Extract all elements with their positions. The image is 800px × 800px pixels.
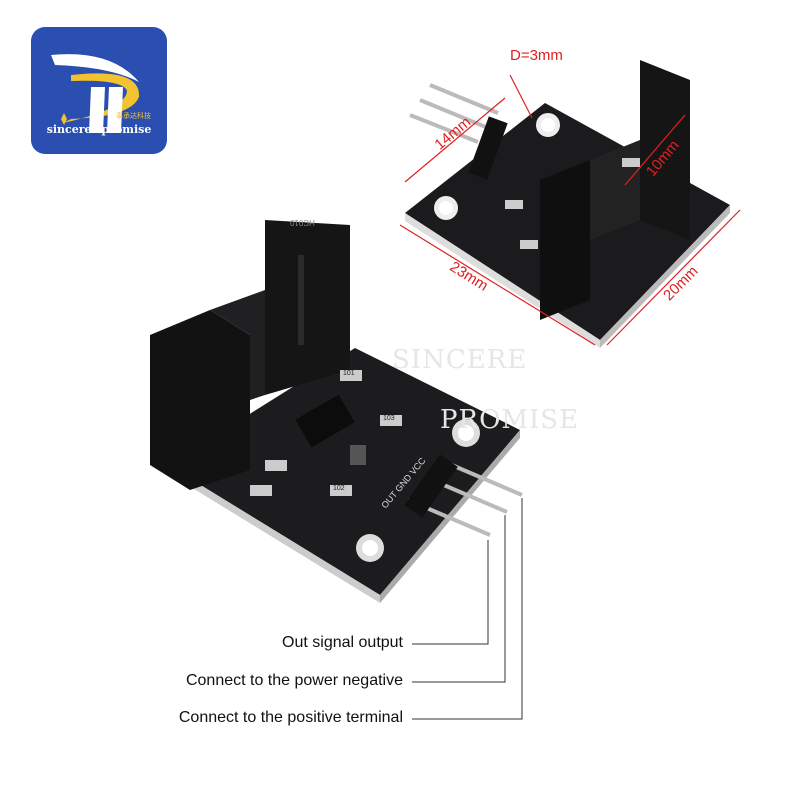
logo-chinese-text: 辜承达科技 bbox=[116, 113, 151, 120]
logo-swoosh-icon bbox=[51, 54, 140, 133]
watermark-line2: PROMISE bbox=[440, 405, 580, 435]
silkscreen-resistor3: 103 bbox=[383, 415, 395, 422]
top-sensor-module bbox=[405, 60, 730, 348]
pin-label-vcc: Connect to the positive terminal bbox=[178, 709, 403, 726]
silkscreen-resistor: 101 bbox=[343, 370, 355, 377]
dimension-lines bbox=[399, 74, 741, 346]
silkscreen-resistor2: 102 bbox=[333, 485, 345, 492]
leader-lines bbox=[412, 498, 523, 720]
brand-logo: 辜承达科技 sincere&promise bbox=[31, 27, 167, 154]
main-sensor-module bbox=[150, 220, 523, 603]
logo-brand-text: sincere&promise bbox=[46, 123, 152, 136]
silkscreen-chip: HC010 bbox=[290, 218, 315, 227]
watermark-line1: SINCERE bbox=[392, 345, 528, 375]
dim-hole-diameter: D=3mm bbox=[510, 47, 563, 64]
pin-label-gnd: Connect to the power negative bbox=[185, 672, 403, 689]
pin-label-out: Out signal output bbox=[282, 634, 403, 651]
